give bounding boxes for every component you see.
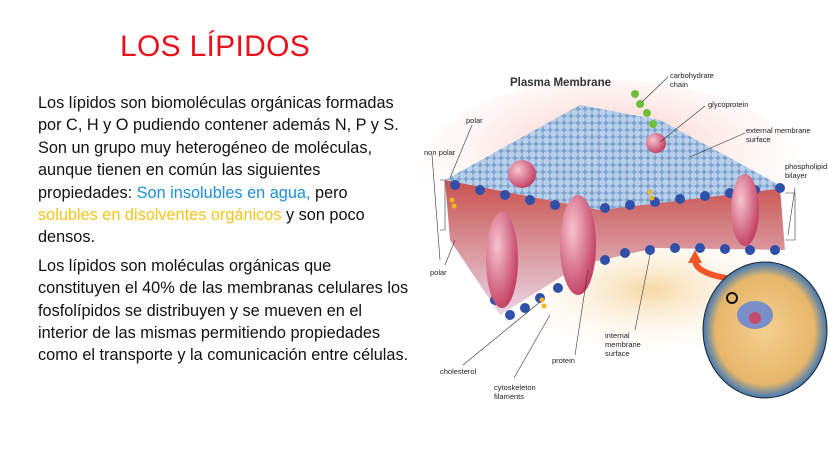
label-glycoprotein: glycoprotein (708, 100, 749, 109)
slide-title: LOS LÍPIDOS (120, 30, 311, 63)
label-non-polar: non polar (424, 148, 456, 157)
label-internal-membrane-surface: internal membrane surface (605, 331, 641, 358)
plasma-membrane-diagram: Plasma Membrane carbohydrate chain glyco… (410, 60, 828, 410)
paragraph-text: y son poco densos. (38, 206, 365, 247)
label-polar-top: polar (466, 116, 483, 125)
diagram-title: Plasma Membrane (510, 77, 611, 89)
highlight-insoluble: Son insolubles en agua, (136, 183, 311, 202)
paragraph-membranes: Los lípidos son moléculas orgánicas que … (38, 256, 409, 365)
label-cholesterol: cholesterol (440, 367, 477, 376)
paragraph-text: Los lípidos son biomoléculas orgánicas f… (38, 94, 399, 202)
slide-body: Los lípidos son biomoléculas orgánicas f… (38, 92, 410, 373)
paragraph-properties: Los lípidos son biomoléculas orgánicas f… (38, 92, 410, 249)
label-cytoskeleton-filaments: cytoskeleton filaments (494, 383, 536, 401)
highlight-soluble: solubles en disolventes orgánicos (38, 206, 282, 225)
label-polar-bottom: polar (430, 268, 447, 277)
paragraph-text: pero (310, 183, 348, 202)
label-phospholipid-bilayer: phospholipid bilayer (785, 162, 828, 180)
membrane-illustration (420, 76, 828, 399)
label-carbohydrate-chain: carbohydrate chain (670, 71, 714, 89)
label-protein: protein (552, 356, 575, 365)
label-external-membrane-surface: external membrane surface (746, 126, 811, 144)
